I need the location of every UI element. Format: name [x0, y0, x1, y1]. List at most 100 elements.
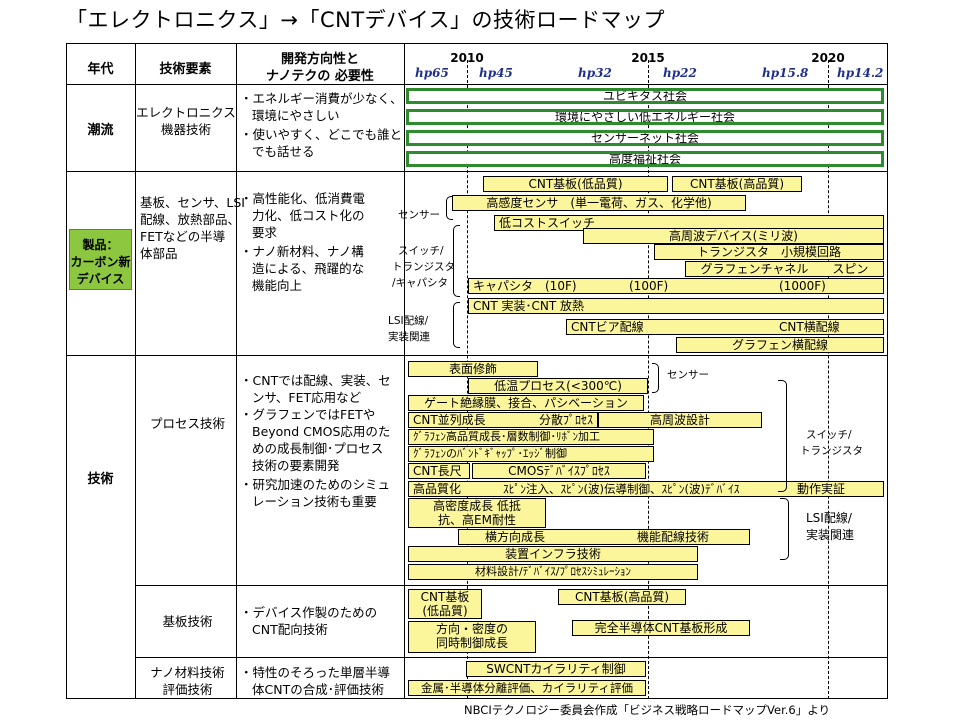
- bar-cmos-process: CMOSﾃﾞﾊﾞｲｽﾌﾟﾛｾｽ: [472, 463, 646, 479]
- products-brace-lsi: [453, 302, 460, 348]
- bar-transistor: トランジスタ 小規模回路: [654, 244, 884, 260]
- nano-element-2: 評価技術: [162, 682, 213, 697]
- bar-surface: 表面修飾: [408, 361, 538, 377]
- products-brace-sensor: [446, 196, 453, 220]
- node-hp14-2: hp14.2: [837, 66, 884, 80]
- nano-direction-2: 体CNTの合成･評価技術: [252, 682, 384, 697]
- products-direction-4: ・ナノ新材料、ナノ構: [240, 244, 364, 259]
- bar-cnt-parallel: CNT並列成長 分散ﾌﾟﾛｾｽ: [408, 412, 598, 428]
- category-products-line-1: 製品：: [82, 238, 119, 252]
- lateral-label: 横方向成長: [485, 530, 546, 544]
- products-side-lsi-1: LSI配線/: [388, 315, 429, 327]
- density-line-2: 抗、高EM耐性: [438, 513, 516, 527]
- bar-cnt-via: CNTビア配線 CNT横配線: [566, 319, 884, 335]
- row-divider-trend: [66, 171, 888, 172]
- header-era: 年代: [87, 62, 114, 77]
- bar-simulation: 材料設計/ﾃﾞﾊﾞｲｽ/ﾌﾟﾛｾｽｼﾐｭﾚｰｼｮﾝ: [408, 564, 698, 580]
- category-tech: 技術: [87, 472, 114, 487]
- header-tech-element: 技術要素: [159, 62, 212, 77]
- cnt-parallel-label: CNT並列成長: [413, 413, 486, 427]
- bar-cnt-mount: CNT 実装･CNT 放熱: [468, 298, 884, 314]
- year-guide-2020: [828, 60, 829, 699]
- quality-label: 高品質化: [413, 482, 462, 496]
- operation-label: 動作実証: [797, 482, 846, 496]
- bar-density: 高密度成長 低抵 抗、高EM耐性: [408, 498, 546, 528]
- products-element-1: 基板、センサ、LSI: [140, 195, 245, 210]
- products-side-sensor: センサー: [398, 209, 440, 221]
- source-note: NBCIテクノロジー委員会作成「ビジネス戦略ロードマップVer.6」より: [464, 703, 830, 717]
- nano-direction-1: ・特性のそろった単層半導: [240, 665, 391, 680]
- row-divider-process: [135, 585, 888, 586]
- society-bar-ubiquitous: ユビキタス社会: [406, 88, 884, 104]
- page-title: 「エレクトロニクス」→「CNTデバイス」の技術ロードマップ: [66, 8, 666, 32]
- bar-sensor: 高感度センサ (単一電荷、ガス、化学他): [452, 195, 746, 211]
- bar-gate: ゲート絶縁膜、接合、パシベーション: [408, 395, 644, 411]
- tech-element-process: プロセス技術: [149, 416, 225, 431]
- tech-direction-8: レーション技術も重要: [252, 494, 377, 509]
- capacitor-100f: (100F): [629, 279, 669, 293]
- row-divider-substrate: [135, 657, 888, 658]
- orientation-line-1: 方向・密度の: [435, 622, 508, 636]
- bar-graphene-channel: グラフェンチャネル スピン: [685, 261, 884, 277]
- col-divider-3: [404, 43, 405, 699]
- products-element-3: FETなどの半導: [140, 229, 226, 244]
- tech-side-lsi-1: LSI配線/: [806, 511, 852, 525]
- header-divider: [66, 84, 888, 85]
- cnt-via-label: CNTビア配線: [571, 320, 644, 334]
- bar-graphene-horiz: グラフェン横配線: [676, 337, 884, 353]
- year-2010: 2010: [450, 51, 484, 65]
- bar-capacitor: キャパシタ (10F) (100F) (1000F): [468, 278, 884, 294]
- col-divider-2: [236, 43, 237, 699]
- products-side-switch-3: /キャパシタ: [392, 277, 449, 289]
- bar-quality-spin: 高品質化 ｽﾋﾟﾝ注入、ｽﾋﾟﾝ(波)伝導制御、ｽﾋﾟﾝ(波)ﾃﾞﾊﾞｲｽ 動作…: [408, 481, 884, 497]
- capacitor-10f: キャパシタ (10F): [473, 279, 577, 293]
- bar-cnt-sub-low: CNT基板(低品質): [483, 176, 668, 192]
- node-hp45: hp45: [479, 66, 513, 80]
- society-bar-welfare: 高度福祉社会: [406, 151, 884, 167]
- tech-direction-5: めの成長制御･プロセス: [252, 441, 384, 456]
- orientation-line-2: 同時制御成長: [435, 636, 508, 650]
- roadmap-table: [66, 43, 888, 699]
- node-hp32: hp32: [578, 66, 612, 80]
- nano-element-1: ナノ材料技術: [150, 665, 225, 680]
- year-2015: 2015: [631, 51, 665, 65]
- col-divider-1: [135, 43, 136, 699]
- tech-side-sensor: センサー: [667, 369, 709, 381]
- products-side-switch-1: スイッチ/: [398, 245, 444, 257]
- tech-direction-4: Beyond CMOS応用のた: [252, 424, 391, 439]
- node-hp15-8: hp15.8: [762, 66, 809, 80]
- cnt-horiz-label: CNT横配線: [779, 320, 840, 334]
- category-products-line-2: カーボン新: [70, 255, 131, 269]
- bar-graphene-growth: ｸﾞﾗﾌｪﾝ高品質成長･層数制御･ﾘﾎﾞﾝ加工: [408, 429, 654, 445]
- bar-lateral: 横方向成長 機能配線技術: [458, 529, 750, 545]
- year-guide-2010: [467, 60, 468, 699]
- year-2020: 2020: [811, 51, 845, 65]
- tech-direction-3: ・グラフェンではFETや: [240, 407, 376, 422]
- category-products-line-3: デバイス: [76, 272, 125, 286]
- substrate-direction-1: ・デバイス作製のための: [240, 605, 378, 620]
- products-element-4: 体部品: [140, 246, 178, 261]
- header-direction-1: 開発方向性と: [280, 52, 359, 67]
- bar-orientation: 方向・密度の 同時制御成長: [408, 621, 536, 653]
- row-divider-products: [66, 355, 888, 356]
- products-side-switch-2: トランジスタ: [392, 261, 455, 273]
- trend-element-2: 機器技術: [160, 122, 211, 137]
- tech-direction-7: ・研究加速のためのシミュ: [240, 477, 391, 492]
- bar-hf-device: 高周波デバイス(ミリ波): [583, 228, 884, 244]
- tech-brace-switch: [778, 380, 787, 492]
- category-products: 製品： カーボン新 デバイス: [69, 229, 132, 290]
- density-line-1: 高密度成長 低抵: [433, 499, 521, 513]
- node-hp22: hp22: [663, 66, 697, 80]
- tech-direction-6: 技術の要素開発: [252, 458, 340, 473]
- products-direction-1: ・高性能化、低消費電: [240, 191, 366, 206]
- products-element-2: 配線、放熱部品、: [140, 212, 241, 227]
- substrate-direction-2: CNT配向技術: [252, 622, 328, 637]
- trend-direction-4: でも話せる: [252, 144, 315, 159]
- society-bar-sensor-net: センサーネット社会: [406, 130, 884, 146]
- trend-direction-2: 環境にやさしい: [252, 108, 340, 123]
- functional-label: 機能配線技術: [637, 530, 710, 544]
- dispersion-label: 分散ﾌﾟﾛｾｽ: [539, 413, 594, 427]
- bar-metal-semi: 金属･半導体分離評価、カイラリティ評価: [408, 680, 646, 696]
- cnt-sub-line-2: (低品質): [422, 604, 468, 618]
- bar-infra: 装置インフラ技術: [408, 546, 698, 562]
